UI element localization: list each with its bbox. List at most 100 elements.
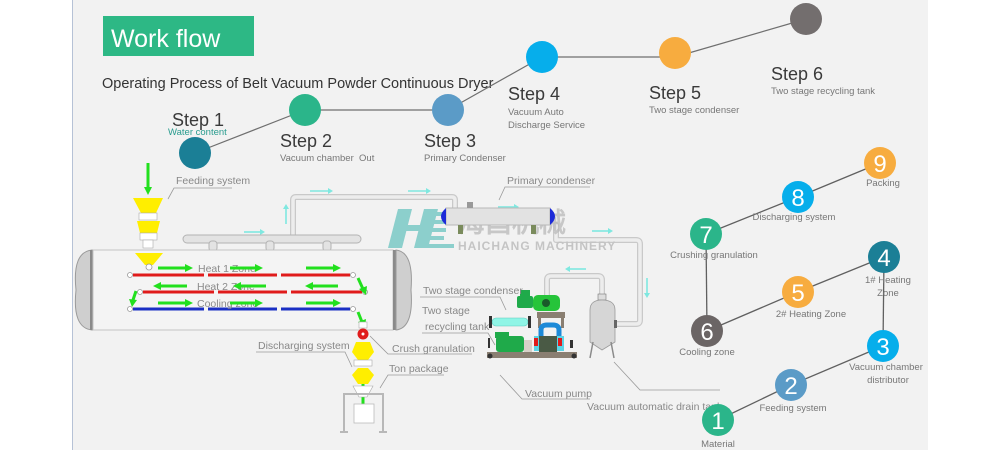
process-node-7: 7 Crushing granulation [670, 218, 758, 261]
step-1-note: Water content [168, 127, 227, 138]
step-4-desc-line-1: Vacuum Auto [508, 107, 564, 118]
watermark-english: HAICHANG MACHINERY [458, 239, 616, 253]
step-connector-3-4 [447, 56, 543, 111]
label-crush-granulation: Crush granulation [392, 343, 475, 355]
step-6-desc: Two stage recycling tank [771, 86, 875, 97]
label-feeding-system: Feeding system [176, 175, 250, 187]
step-2-label: Step 2 [280, 131, 332, 151]
arrow-right-icon [306, 299, 341, 307]
node-4-label-line-2: Zone [877, 288, 899, 299]
pump-skid [487, 352, 577, 358]
tank-body [92, 249, 394, 331]
arrow-down-icon [144, 163, 152, 195]
node-1-number: 1 [711, 408, 724, 435]
belt-rollers [127, 272, 368, 312]
process-node-9: 9 Packing [864, 147, 900, 189]
node-6-marker [691, 315, 723, 347]
node-6-label: Cooling zone [679, 347, 734, 358]
step-1-label: Step 1 [172, 110, 224, 130]
node-9-number: 9 [873, 151, 886, 178]
node-8-marker [782, 181, 814, 213]
arrow-right-icon [158, 264, 193, 272]
arrow-down-icon [129, 290, 138, 307]
step-3-marker [432, 94, 464, 126]
arrow-left-icon [153, 282, 187, 290]
flow-arrow-icon [592, 228, 613, 234]
step-6-label: Step 6 [771, 64, 823, 84]
process-node-3: 3 Vacuum chamber distributor [849, 330, 923, 386]
node-9-label: Packing [866, 178, 900, 189]
process-node-2: 2 Feeding system [759, 369, 827, 414]
step-4-label: Step 4 [508, 84, 560, 104]
label-cooling-zone: Cooling zone [197, 298, 258, 310]
flow-arrow-icon [408, 188, 431, 194]
node-3-label-line-1: Vacuum chamber [849, 362, 923, 373]
arrow-right-icon [306, 264, 341, 272]
page-title: Work flow [111, 25, 221, 53]
flow-arrow-icon [565, 266, 586, 272]
step-3-label: Step 3 [424, 131, 476, 151]
arrow-right-icon [230, 299, 263, 307]
process-node-1: 1 Material [701, 404, 735, 450]
step-5-label: Step 5 [649, 83, 701, 103]
vapor-flow-arrows [244, 188, 650, 298]
ton-bag [353, 403, 375, 424]
feed-hopper [133, 198, 163, 213]
flow-arrow-icon [644, 278, 650, 298]
label-vacuum-drain-tank: Vacuum automatic drain tank [587, 401, 723, 413]
step-4: Step 4 Vacuum Auto Discharge Service [508, 41, 585, 131]
step-5: Step 5 Two stage condenser [649, 37, 739, 116]
pump-motor [496, 336, 524, 352]
label-vacuum-pump: Vacuum pump [525, 388, 592, 400]
node-2-label: Feeding system [759, 403, 826, 414]
node-7-marker [690, 218, 722, 250]
node-3-label-line-2: distributor [867, 375, 909, 386]
node-7-number: 7 [699, 222, 712, 249]
leader-feeding-system [167, 187, 232, 200]
vacuum-pump-unit [487, 290, 577, 359]
flow-arrow-icon [244, 229, 265, 235]
process-node-8: 8 Discharging system [753, 181, 836, 223]
node-2-marker [775, 369, 807, 401]
haichang-logo-icon [388, 209, 454, 248]
label-heat-1-zone: Heat 1 Zone [198, 263, 256, 275]
vapor-pipes [290, 194, 643, 327]
process-node-6: 6 Cooling zone [679, 315, 735, 358]
liquid-ring-pump [539, 336, 557, 352]
ton-package-frame [340, 393, 387, 433]
step-1-marker [179, 137, 211, 169]
arrow-left-icon [305, 282, 338, 290]
step-4-marker [526, 41, 558, 73]
step-4-desc-line-2: Discharge Service [508, 120, 585, 131]
node-3-number: 3 [876, 334, 889, 361]
node-5-marker [782, 276, 814, 308]
step-connector-1-2 [194, 109, 306, 154]
two-stage-condenser [491, 317, 529, 327]
step-1: Step 1 Water content [168, 110, 227, 169]
dryer-vacuum-chamber [74, 249, 412, 331]
node-4-number: 4 [877, 245, 890, 272]
material-flow-arrows [129, 163, 367, 419]
arrow-right-icon [158, 299, 193, 307]
title-background [103, 16, 254, 56]
title-badge: Work flow [103, 16, 254, 56]
node-1-label: Material [701, 439, 735, 450]
discharging-system [340, 321, 387, 433]
vapor-manifold [182, 234, 362, 252]
drain-tank-body [589, 299, 616, 351]
node-4-label-line-1: 1# Heating [865, 275, 911, 286]
roots-motor [517, 296, 533, 308]
label-two-stage-condenser: Two stage condenser [423, 285, 523, 297]
flow-arrow-icon [310, 188, 333, 194]
node-5-number: 5 [791, 280, 804, 307]
label-primary-condenser: Primary condenser [507, 175, 596, 187]
step-connector-5-6 [674, 18, 807, 58]
step-connectors [194, 18, 807, 154]
node-5-label: 2# Heating Zone [776, 309, 846, 320]
node-2-number: 2 [784, 373, 797, 400]
arrow-down-icon [356, 277, 367, 295]
step-2: Step 2 Vacuum chamber Out [280, 94, 375, 164]
node-8-label: Discharging system [753, 212, 836, 223]
label-two-stage: Two stage [422, 305, 470, 317]
step-6-marker [790, 3, 822, 35]
